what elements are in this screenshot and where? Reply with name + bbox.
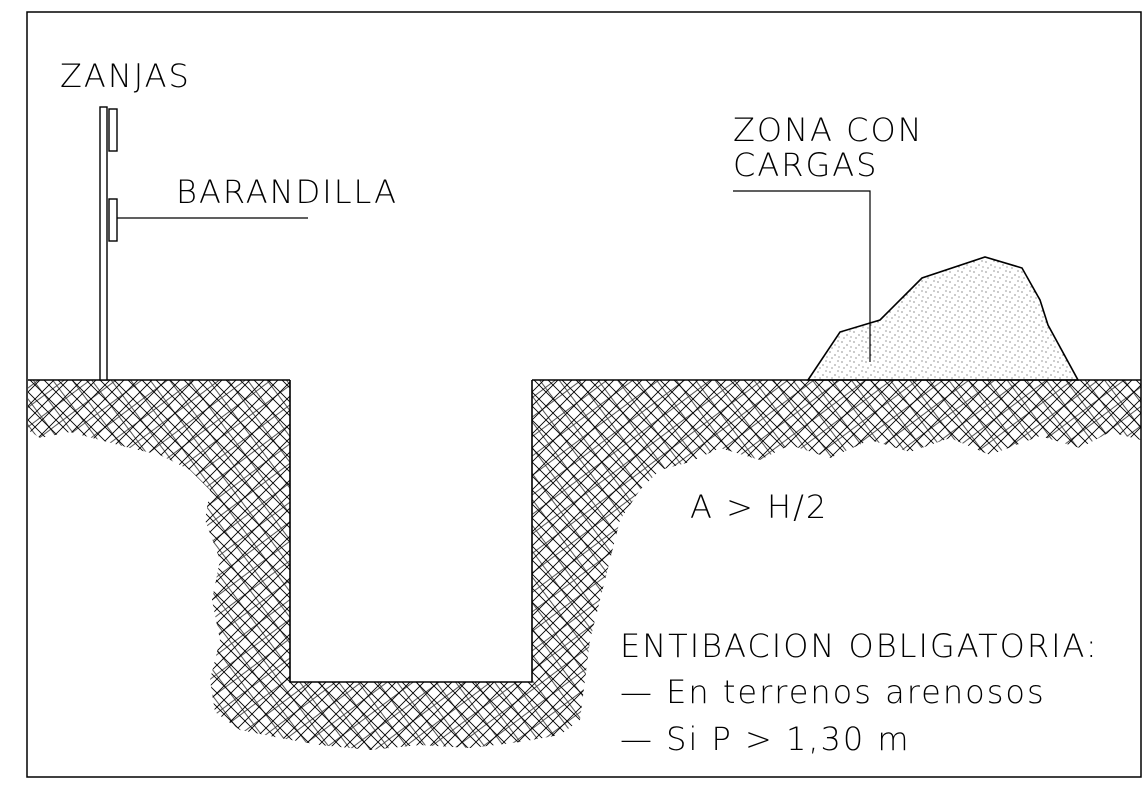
distance-rule-label: A > H/2 xyxy=(690,488,828,526)
soil-hatch xyxy=(28,380,1141,750)
shoring-item-sandy-soil: — En terrenos arenosos xyxy=(620,673,1046,711)
load-zone-label-line1: ZONA CON xyxy=(733,111,924,149)
load-zone-leader-line xyxy=(733,190,871,362)
title-label: ZANJAS xyxy=(60,57,191,95)
railing-post xyxy=(99,106,118,381)
shoring-item-depth: — Si P > 1,30 m xyxy=(620,720,911,758)
load-zone-label-line2: CARGAS xyxy=(733,146,878,184)
shoring-title: ENTIBACION OBLIGATORIA: xyxy=(620,627,1099,665)
load-pile xyxy=(806,256,1080,381)
railing-label: BARANDILLA xyxy=(176,173,398,211)
